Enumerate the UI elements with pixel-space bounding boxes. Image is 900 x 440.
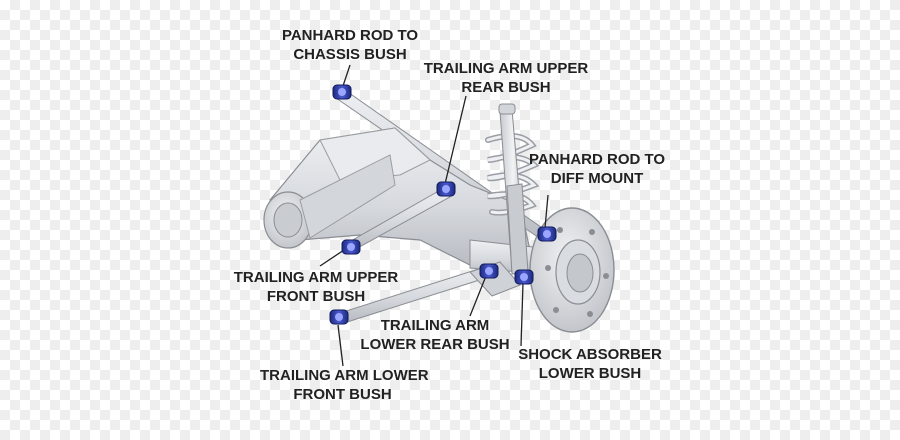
label-line: TRAILING ARM UPPER [423,60,589,77]
label-trailing-arm-lower-rear-bush: TRAILING ARM LOWER REAR BUSH [360,316,510,354]
label-line: PANHARD ROD TO [281,27,419,44]
bushes [329,84,557,325]
leader-trailing-upper-front [319,249,345,267]
label-panhard-rod-to-diff-mount: PANHARD ROD TO DIFF MOUNT [522,150,672,188]
label-line: LOWER BUSH [538,365,642,382]
leader-shock-lower [520,282,524,347]
trailing-lower-front-bush [329,309,349,325]
label-line: DIFF MOUNT [550,170,644,187]
panhard-diff-bush [537,226,557,242]
trailing-upper-rear-bush [436,181,456,197]
label-line: FRONT BUSH [266,288,366,305]
leader-trailing-lower-front [337,324,344,367]
trailing-lower-rear-bush [479,263,499,279]
panhard-chassis-bush [332,84,352,100]
trailing-upper-front-bush [341,239,361,255]
differential-housing [263,127,531,271]
leader-trailing-lower-rear [469,275,487,317]
label-line: TRAILING ARM [380,317,490,334]
shock-lower-bush [514,269,534,285]
label-line: REAR BUSH [461,79,551,96]
label-shock-absorber-lower-bush: SHOCK ABSORBER LOWER BUSH [510,345,670,383]
leader-panhard-diff [544,194,549,229]
leader-trailing-upper-rear [444,95,467,185]
leader-lines [319,64,549,367]
label-line: SHOCK ABSORBER [518,346,662,363]
label-trailing-arm-lower-front-bush: TRAILING ARM LOWER FRONT BUSH [260,366,429,404]
label-trailing-arm-upper-front-bush: TRAILING ARM UPPER FRONT BUSH [226,268,406,306]
leader-panhard-chassis [342,64,351,87]
label-line: PANHARD ROD TO [528,151,666,168]
label-line: TRAILING ARM LOWER [260,367,429,384]
label-trailing-arm-upper-rear-bush: TRAILING ARM UPPER REAR BUSH [416,59,596,97]
label-line: CHASSIS BUSH [293,46,407,63]
label-line: TRAILING ARM UPPER [233,269,399,286]
label-panhard-rod-to-chassis-bush: PANHARD ROD TO CHASSIS BUSH [270,26,430,64]
label-line: FRONT BUSH [293,386,392,403]
label-line: LOWER REAR BUSH [360,336,510,353]
